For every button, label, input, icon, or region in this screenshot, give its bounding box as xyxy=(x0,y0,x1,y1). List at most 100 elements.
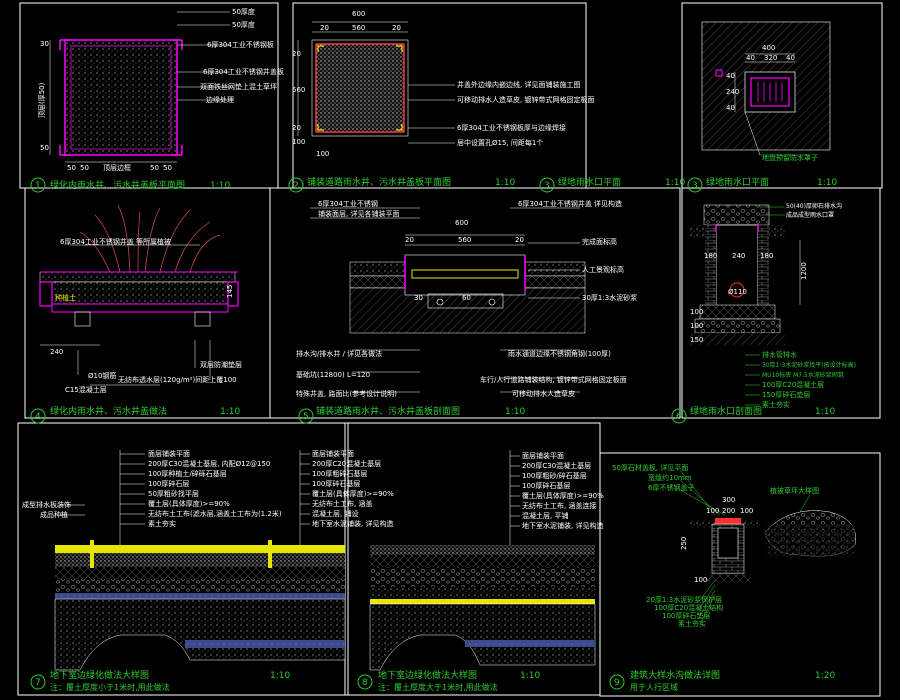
p6-dim-7: 150 xyxy=(690,336,703,344)
p6-label-2: 成品成型雨水口罩 xyxy=(786,211,834,219)
p5-label-9: 雨水通道边缘不锈钢角钢(100厚) xyxy=(508,349,611,358)
panel-title-3a: 3 绿地雨水口平面 1:10 xyxy=(539,176,685,193)
p7-label-4: 100厚碎石层 xyxy=(148,479,189,488)
panel-3a-title: 绿地雨水口平面 xyxy=(558,176,621,188)
p5-label-1: 6厚304工业不锈钢 xyxy=(318,199,378,208)
p1-label-3: 双面铁丝网垫上混土草坪 xyxy=(200,82,277,91)
p4-pipe: Ø10钢筋 xyxy=(88,371,116,380)
p2-dim-3: 560 xyxy=(352,24,365,32)
p1-dim-top-2: 50厚度 xyxy=(232,20,255,29)
p1-dim-bottom-4: 50 xyxy=(150,164,159,172)
p9-dim-2: 100 xyxy=(706,507,719,515)
p4-pipe2: 无纺布透水层(120g/m²)间距上覆100 xyxy=(118,375,237,384)
p2-side-3: 20 xyxy=(292,124,301,132)
panel-title-4: 4 绿化内雨水井、污水井盖做法 1:10 xyxy=(30,405,240,424)
p3-side-3: 40 xyxy=(726,104,735,112)
p1-dim-bottom-3: 顶层边框 xyxy=(103,163,131,172)
panel-7-title: 地下室边绿化做法大样图 xyxy=(50,669,149,681)
p7-label-12: 100厚碎石基层 xyxy=(312,479,360,488)
p6-dim-2: 240 xyxy=(732,252,745,260)
p5-label-5: 人工景观标高 xyxy=(582,265,624,274)
p5-dim-3: 560 xyxy=(458,236,471,244)
p2-label-4: 居中设置孔Ø15, 间距每1个 xyxy=(457,138,543,147)
p8-label-6: 无纺布土工布, 涵盖连接 xyxy=(522,501,596,510)
p1-dim-bottom-2: 50 xyxy=(80,164,89,172)
p6-label-3: 排水管排水 xyxy=(762,350,797,359)
p6-dim-6: 100 xyxy=(690,322,703,330)
p1-dim-bottom-5: 50 xyxy=(163,164,172,172)
p2-small-2: 100 xyxy=(316,150,329,158)
p6-label-5: MU10标砖 M7.5水泥砂浆砌筑 xyxy=(762,371,844,379)
panel-3b-title: 绿地雨水口平面 xyxy=(706,176,769,188)
p1-label-1: 6厚304工业不锈钢板 xyxy=(207,40,274,49)
p6-label-6: 100厚C20混凝土层 xyxy=(762,380,824,389)
p5-label-3: 6厚304工业不锈钢井盖 详见构造 xyxy=(518,199,622,208)
p4-label-1: 6厚304工业不锈钢井盖 等所属植被 xyxy=(60,237,171,246)
p3-side-1: 40 xyxy=(726,72,735,80)
p9-label-1: 20厚1:3水泥砂浆保护层 xyxy=(646,595,722,604)
panel-2-title: 铺装道路雨水井、污水井盖板平面图 xyxy=(307,176,451,188)
p2-label-1: 井盖外边缘内嵌边线, 详见面铺装施工图 xyxy=(457,80,580,89)
p6-label-7: 150厚碎石垫层 xyxy=(762,390,810,399)
p1-dim-left-2: 50 xyxy=(40,144,49,152)
panel-1-plan: 50厚度 50厚度 6厚304工业不锈钢板 6厚304工业不锈钢井盖板 双面铁丝… xyxy=(38,7,284,172)
p5-dim-2: 20 xyxy=(405,236,414,244)
panel-7-scale: 1:10 xyxy=(270,671,290,681)
panel-title-3b: 3 绿地雨水口平面 1:10 xyxy=(687,176,837,193)
p8-label-1: 面层铺装平面 xyxy=(522,451,564,460)
p5-label-2: 铺装面层, 详见各铺装平面 xyxy=(318,209,399,218)
p7-label-2: 200厚C30混凝土基层, 内配Ø12@150 xyxy=(148,459,270,468)
p7-label-16: 地下室水泥铺装, 详见构造 xyxy=(312,519,393,528)
p5-dim-6: 60 xyxy=(462,294,471,302)
p4-label-3: 双层防潮垫层 xyxy=(200,360,242,369)
panel-title-5: 5 铺装道路雨水井、污水井盖板剖面图 1:10 xyxy=(298,405,525,424)
panel-title-2: 2 铺装道路雨水井、污水井盖板平面图 1:10 xyxy=(288,176,515,193)
p5-label-10: 特殊井盖, 路面比(参考设计说明) xyxy=(296,389,397,398)
p3-dim-3: 320 xyxy=(764,54,777,62)
p2-dim-2: 20 xyxy=(320,24,329,32)
panel-5-title: 铺装道路雨水井、污水井盖板剖面图 xyxy=(316,405,460,417)
panel-6-number: 6 xyxy=(676,412,682,422)
p9-dim-3: 200 xyxy=(722,507,735,515)
panel-3b-number: 3 xyxy=(692,181,698,191)
panel-titles: 1 绿化内雨水井、污水井盖板平面图 1:10 2 铺装道路雨水井、污水井盖板平面… xyxy=(30,176,837,692)
panel-3-plan: 400 40 320 40 40 240 40 地盘预留防水罩子 xyxy=(701,21,831,162)
panel-7-section: 成型排水板装饰 成品种植 面层铺装平面 200厚C30混凝土基层, 内配Ø12@… xyxy=(22,449,394,671)
p2-side-1: 20 xyxy=(292,50,301,58)
p6-label-1: 50(40)厚卵石排水沟 xyxy=(786,202,842,210)
p4-label-4: C15混凝土层 xyxy=(65,385,107,394)
p7-label-15: 混凝土层, 铺设 xyxy=(312,509,358,518)
p5-label-11: 车行/人行道路铺装结构, 镀锌带式网格固定板面 xyxy=(480,375,627,384)
p8-label-7: 混凝土层, 平铺 xyxy=(522,511,568,520)
p7-label-7: 无纺布土工布(滤水层,涵盖土工布为(1.2米) xyxy=(148,509,282,518)
panel-9-sub: 用于人行区域 xyxy=(630,682,678,692)
panel-8-section: 面层铺装平面 200厚C30混凝土基层 100厚粗砂/碎石基层 100厚碎石基层… xyxy=(369,450,604,671)
panel-3b-scale: 1:10 xyxy=(817,178,837,188)
p7-label-13: 覆土层(具体厚度)>=90% xyxy=(312,489,394,498)
p9-dim-4: 100 xyxy=(740,507,753,515)
p7-label-3: 100厚种植土/碎砾石基层 xyxy=(148,469,227,478)
p3-label: 地盘预留防水罩子 xyxy=(762,153,818,162)
p9-label-4: 素土夯实 xyxy=(678,619,706,628)
p8-label-4: 100厚碎石基层 xyxy=(522,481,570,490)
p9-dim-5: 250 xyxy=(680,537,688,550)
p6-label-4: 30厚1:3水泥砂浆找平(按设计标高) xyxy=(762,361,856,369)
panel-7-number: 7 xyxy=(35,678,41,688)
p6-dim-1: 180 xyxy=(704,252,717,260)
p1-dim-top-1: 50厚度 xyxy=(232,7,255,16)
panel-2-scale: 1:10 xyxy=(495,178,515,188)
p6-label-8: 素土夯实 xyxy=(762,400,790,409)
panel-9-scale: 1:20 xyxy=(815,671,835,681)
panel-1-title: 绿化内雨水井、污水井盖板平面图 xyxy=(50,179,185,191)
p7-label-5: 50厚粗砂找平层 xyxy=(148,489,199,498)
p7-label-6: 覆土层(具体厚度)>=90% xyxy=(148,499,230,508)
p4-label-2: 种植土 xyxy=(55,293,76,302)
panel-4-number: 4 xyxy=(35,412,41,422)
panel-2-number: 2 xyxy=(293,181,299,191)
panel-8-number: 8 xyxy=(362,678,368,688)
p1-dim-left-1: 30 xyxy=(40,40,49,48)
p5-label-12: 可移动排水人造草皮 xyxy=(512,389,575,398)
p7-label-14: 无纺布土工布, 涵盖 xyxy=(312,499,372,508)
p3-dim-2: 40 xyxy=(746,54,755,62)
p9-dim-6: 100 xyxy=(694,576,707,584)
